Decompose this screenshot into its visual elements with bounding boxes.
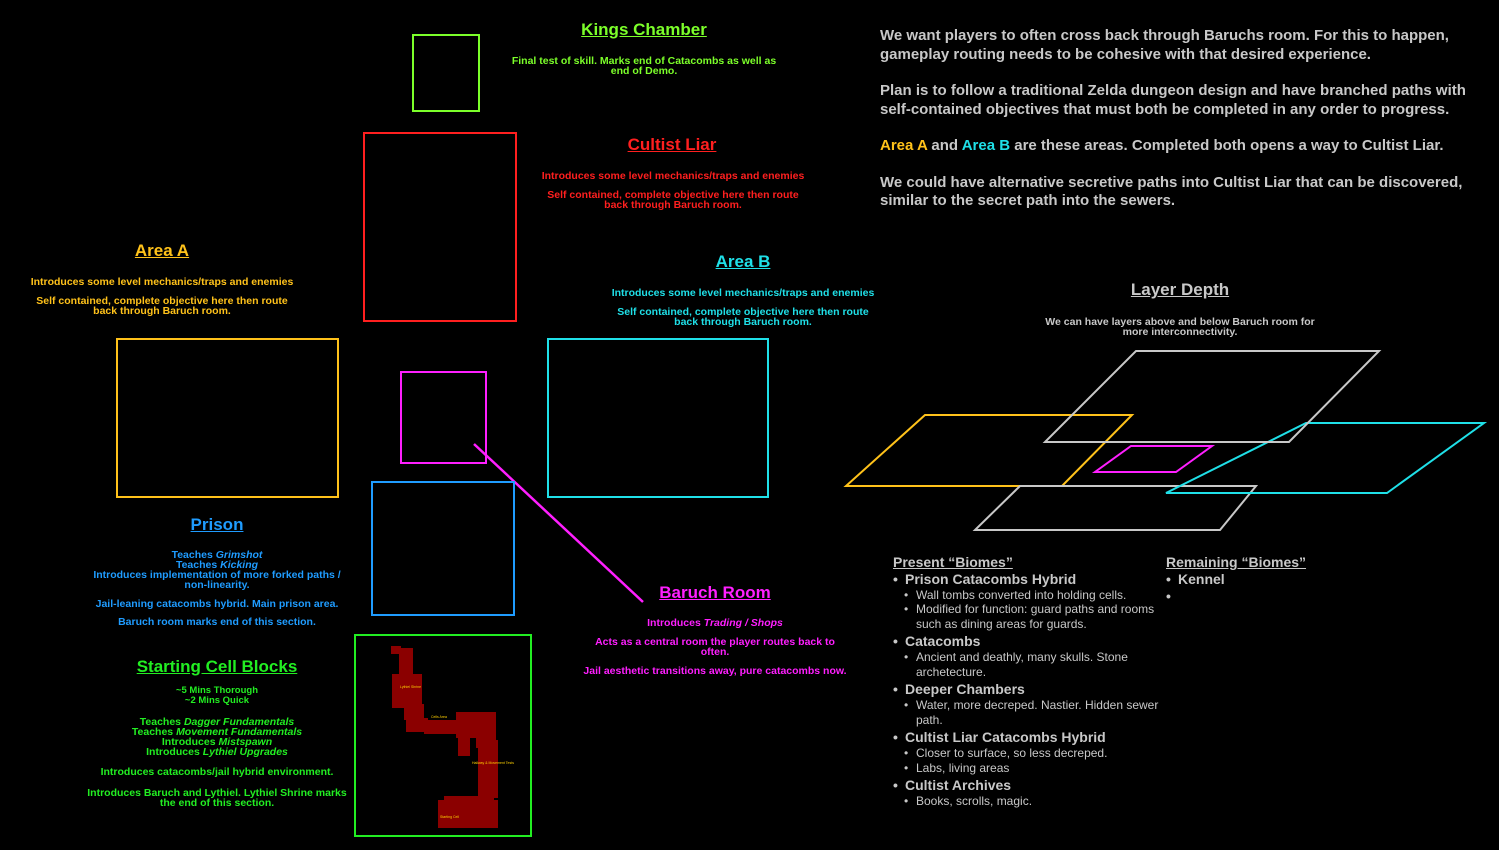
biome-item: Books, scrolls, magic. <box>893 794 1168 809</box>
prison-teaches-2: Teaches Kicking <box>175 559 259 571</box>
biome-kennel: Kennel <box>1166 571 1366 588</box>
baruch-intro: Introduces Trading / Shops <box>647 617 783 629</box>
biome-prison-catacombs: Prison Catacombs Hybrid <box>893 571 1168 588</box>
layer-area-a <box>843 414 1135 487</box>
kings-chamber-title: Kings Chamber <box>581 20 707 39</box>
biome-catacombs: Catacombs <box>893 633 1168 650</box>
plan-p2: Plan is to follow a traditional Zelda du… <box>880 82 1466 118</box>
plan-p3: Area A and Area B are these areas. Compl… <box>880 137 1444 154</box>
layer-baruch <box>1091 445 1216 473</box>
plan-text: We want players to often cross back thro… <box>880 27 1490 229</box>
kings-chamber-box <box>412 34 480 112</box>
area-b-title: Area B <box>715 252 771 271</box>
cultist-liar-line1: Introduces some level mechanics/traps an… <box>541 170 805 182</box>
area-a-box <box>116 338 339 498</box>
starting-cells-desc: ~5 Mins Thorough ~2 Mins Quick Teaches D… <box>80 686 354 816</box>
biome-item: Ancient and deathly, many skulls. Stone … <box>893 650 1168 679</box>
biome-empty <box>1166 588 1366 605</box>
biome-cultist-archives: Cultist Archives <box>893 777 1168 794</box>
layer-depth-title: Layer Depth <box>1130 280 1230 299</box>
remaining-biomes: Remaining “Biomes” Kennel <box>1166 555 1366 605</box>
area-b-box <box>547 338 769 498</box>
area-a-line1: Introduces some level mechanics/traps an… <box>30 276 294 288</box>
prison-teaches-1: Teaches Grimshot <box>171 549 263 561</box>
starting-teach-2: Teaches Movement Fundamentals <box>131 726 303 738</box>
starting-teach-1: Teaches Dagger Fundamentals <box>139 716 295 728</box>
cultist-liar-desc: Introduces some level mechanics/traps an… <box>533 171 813 218</box>
biome-item: Modified for function: guard paths and r… <box>893 602 1168 631</box>
layer-depth-desc: We can have layers above and below Baruc… <box>1045 316 1315 338</box>
area-b-line2: Self contained, complete objective here … <box>617 306 869 328</box>
starting-time-2: ~2 Mins Quick <box>184 695 250 706</box>
cultist-liar-title: Cultist Liar <box>627 135 717 154</box>
map-label-start: Starting Cell <box>440 815 459 819</box>
prison-line3: Introduces implementation of more forked… <box>93 569 341 591</box>
starting-teach-4: Introduces Lythiel Upgrades <box>146 746 288 758</box>
starting-line6: Introduces Baruch and Lythiel. Lythiel S… <box>87 787 347 809</box>
prison-line5: Baruch room marks end of this section. <box>118 616 316 628</box>
area-b-desc: Introduces some level mechanics/traps an… <box>603 288 883 335</box>
biome-item: Closer to surface, so less decreped. <box>893 746 1168 761</box>
remaining-biomes-header: Remaining “Biomes” <box>1166 554 1307 570</box>
plan-p4: We could have alternative secretive path… <box>880 173 1463 210</box>
cultist-liar-box <box>363 132 517 322</box>
area-a-line2: Self contained, complete objective here … <box>36 295 288 317</box>
area-a-title: Area A <box>134 241 190 260</box>
starting-cells-map-box <box>354 634 532 837</box>
biome-item: Water, more decreped. Nastier. Hidden se… <box>893 698 1168 727</box>
layer-area-b <box>1165 422 1488 494</box>
prison-line4: Jail-leaning catacombs hybrid. Main pris… <box>95 598 339 610</box>
area-a-desc: Introduces some level mechanics/traps an… <box>22 277 302 324</box>
baruch-room-title: Baruch Room <box>659 583 771 602</box>
baruch-line3: Jail aesthetic transitions away, pure ca… <box>583 665 847 677</box>
plan-p1: We want players to often cross back thro… <box>880 27 1449 63</box>
prison-box <box>371 481 515 616</box>
starting-teach-3: Introduces Mistspawn <box>161 736 273 748</box>
present-biomes: Present “Biomes” Prison Catacombs Hybrid… <box>893 555 1168 809</box>
map-label-hallway: Hallway & Movement Tests <box>472 761 514 765</box>
starting-time-1: ~5 Mins Thorough <box>175 685 259 696</box>
plan-area-b: Area B <box>961 137 1011 154</box>
baruch-room-box <box>400 371 487 464</box>
prison-title: Prison <box>190 515 244 534</box>
baruch-room-desc: Introduces Trading / Shops Acts as a cen… <box>580 618 850 684</box>
present-biomes-header: Present “Biomes” <box>893 554 1013 570</box>
area-b-line1: Introduces some level mechanics/traps an… <box>611 287 875 299</box>
cultist-liar-line2: Self contained, complete objective here … <box>547 189 799 211</box>
layer-lower <box>972 485 1259 531</box>
biome-item: Labs, living areas <box>893 761 1168 776</box>
layer-upper <box>1042 350 1382 443</box>
starting-line5: Introduces catacombs/jail hybrid environ… <box>100 766 334 778</box>
starting-cells-title: Starting Cell Blocks <box>136 657 298 676</box>
kings-chamber-desc: Final test of skill. Marks end of Cataco… <box>511 55 777 77</box>
map-label-shrine: Lythiel Shrine <box>400 685 421 689</box>
biome-item: Wall tombs converted into holding cells. <box>893 588 1168 603</box>
plan-area-a: Area A <box>880 137 928 154</box>
baruch-line2: Acts as a central room the player routes… <box>595 636 835 658</box>
biome-cultist-liar-hybrid: Cultist Liar Catacombs Hybrid <box>893 729 1168 746</box>
biome-deeper-chambers: Deeper Chambers <box>893 681 1168 698</box>
prison-desc: Teaches Grimshot Teaches Kicking Introdu… <box>82 550 352 635</box>
map-label-cells: Cells Area <box>431 715 447 719</box>
starting-cells-map: Lythiel Shrine Cells Area Hallway & Move… <box>391 646 514 828</box>
